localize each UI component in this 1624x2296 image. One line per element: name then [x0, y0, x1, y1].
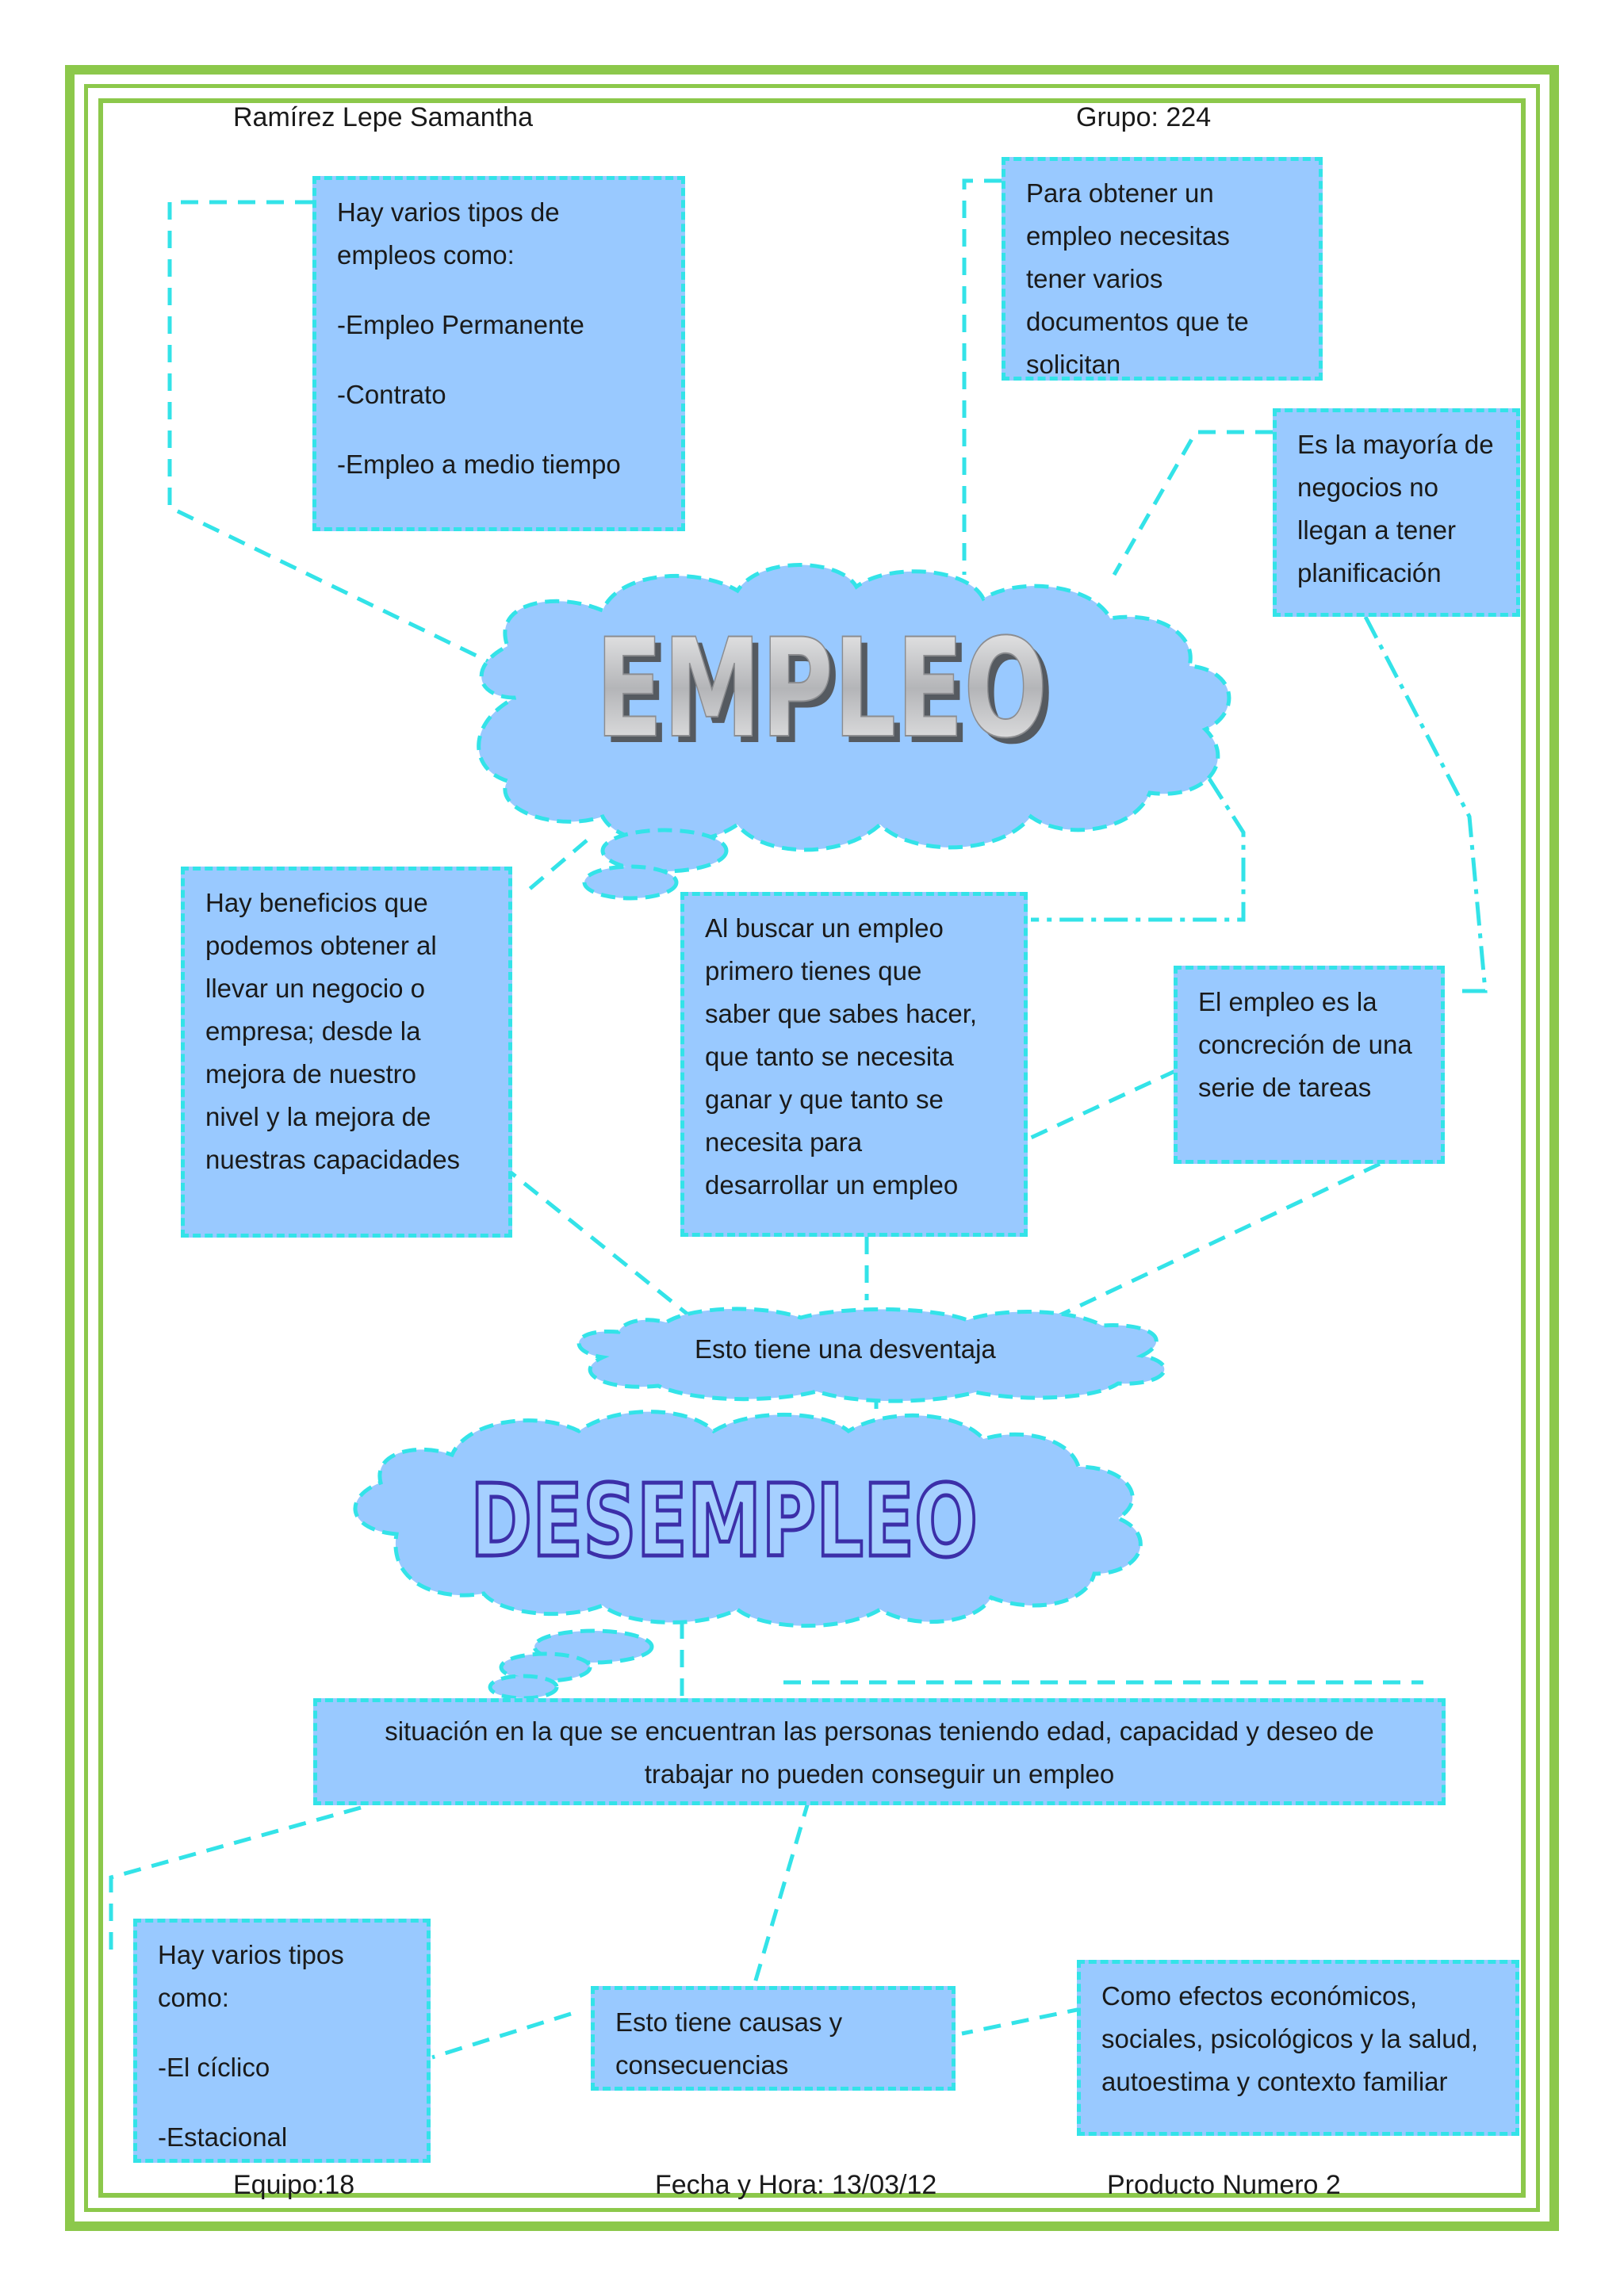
box-text-line: documentos que te — [1026, 307, 1249, 336]
box-text-line: necesita para — [705, 1127, 863, 1157]
box-text-line: serie de tareas — [1198, 1073, 1372, 1102]
desempleo-cloud-bubble-3 — [488, 1674, 559, 1701]
box-text-line: concreción de una — [1198, 1030, 1412, 1059]
box-text-line: podemos obtener al — [205, 931, 437, 960]
box-text-line: llevar un negocio o — [205, 974, 426, 1003]
box-text-line: Hay varios tipos de — [337, 197, 560, 227]
box-text-line: empleos como: — [337, 240, 515, 270]
page-border-outer — [65, 65, 1559, 2231]
page-border-middle — [84, 84, 1540, 2212]
box-tipos-desempleo: Hay varios tipos como: -El cíclico -Esta… — [133, 1919, 431, 2163]
product-label: Producto Numero 2 — [1107, 2170, 1341, 2200]
datetime-label: Fecha y Hora: 13/03/12 — [655, 2170, 937, 2200]
box-text-line: nivel y la mejora de — [205, 1102, 431, 1131]
box-buscar-empleo: Al buscar un empleo primero tienes que s… — [680, 892, 1028, 1237]
box-text-line: solicitan — [1026, 350, 1121, 379]
desempleo-title: DESEMPLEO — [470, 1463, 978, 1579]
box-definicion-desempleo: situación en la que se encuentran las pe… — [313, 1698, 1446, 1805]
desventaja-label: Esto tiene una desventaja — [695, 1334, 996, 1364]
box-text-line: tener varios — [1026, 264, 1163, 293]
box-text-line: Esto tiene causas y — [615, 2007, 843, 2037]
box-text-line: llegan a tener — [1297, 515, 1456, 545]
box-efectos: Como efectos económicos, sociales, psico… — [1077, 1960, 1519, 2136]
list-item: -Empleo a medio tiempo — [337, 450, 621, 479]
desempleo-cloud — [353, 1410, 1143, 1628]
box-text-line: primero tienes que — [705, 956, 922, 985]
box-planificacion: Es la mayoría de negocios no llegan a te… — [1273, 408, 1520, 617]
box-concrecion: El empleo es la concreción de una serie … — [1174, 966, 1445, 1164]
author-name: Ramírez Lepe Samantha — [233, 102, 533, 132]
box-tipos-empleo: Hay varios tipos de empleos como: -Emple… — [312, 176, 685, 531]
box-causas: Esto tiene causas y consecuencias — [591, 1986, 956, 2091]
list-item: -Estacional — [158, 2122, 288, 2152]
empleo-title-shadow: EMPLEO — [602, 615, 1054, 775]
box-text-line: planificación — [1297, 558, 1442, 587]
desventaja-cloud — [576, 1307, 1166, 1403]
box-text-line: desarrollar un empleo — [705, 1170, 959, 1200]
box-text-line: Como efectos económicos, — [1101, 1981, 1418, 2011]
box-text-line: Al buscar un empleo — [705, 913, 944, 943]
empleo-title: EMPLEO — [596, 609, 1048, 768]
box-text-line: Es la mayoría de — [1297, 430, 1494, 459]
box-text-line: que tanto se necesita — [705, 1042, 954, 1071]
box-text-line: Hay beneficios que — [205, 888, 428, 917]
list-item: -Contrato — [337, 380, 446, 409]
box-documentos: Para obtener un empleo necesitas tener v… — [1002, 157, 1323, 381]
box-text-line: empleo necesitas — [1026, 221, 1230, 251]
box-text-line: Hay varios tipos — [158, 1940, 344, 1969]
list-item: -Empleo Permanente — [337, 310, 584, 339]
box-text-line: situación en la que se encuentran las pe… — [385, 1716, 1374, 1746]
box-text-line: El empleo es la — [1198, 987, 1377, 1016]
box-text-line: ganar y que tanto se — [705, 1085, 944, 1114]
page-border-inner — [98, 98, 1526, 2198]
empleo-cloud-bubble-2 — [582, 864, 679, 901]
box-text-line: como: — [158, 1983, 229, 2012]
list-item: -El cíclico — [158, 2053, 270, 2082]
group-label: Grupo: 224 — [1076, 102, 1212, 132]
box-text-line: mejora de nuestro — [205, 1059, 416, 1089]
box-text-line: saber que sabes hacer, — [705, 999, 978, 1028]
box-text-line: sociales, psicológicos y la salud, — [1101, 2024, 1479, 2053]
box-text-line: autoestima y contexto familiar — [1101, 2067, 1448, 2096]
box-beneficios: Hay beneficios que podemos obtener al ll… — [181, 867, 512, 1238]
box-text-line: nuestras capacidades — [205, 1145, 461, 1174]
box-text-line: Para obtener un — [1026, 178, 1214, 208]
box-text-line: empresa; desde la — [205, 1016, 421, 1046]
team-label: Equipo:18 — [233, 2170, 355, 2200]
box-text-line: trabajar no pueden conseguir un empleo — [644, 1759, 1115, 1789]
box-text-line: negocios no — [1297, 473, 1438, 502]
box-text-line: consecuencias — [615, 2050, 789, 2080]
